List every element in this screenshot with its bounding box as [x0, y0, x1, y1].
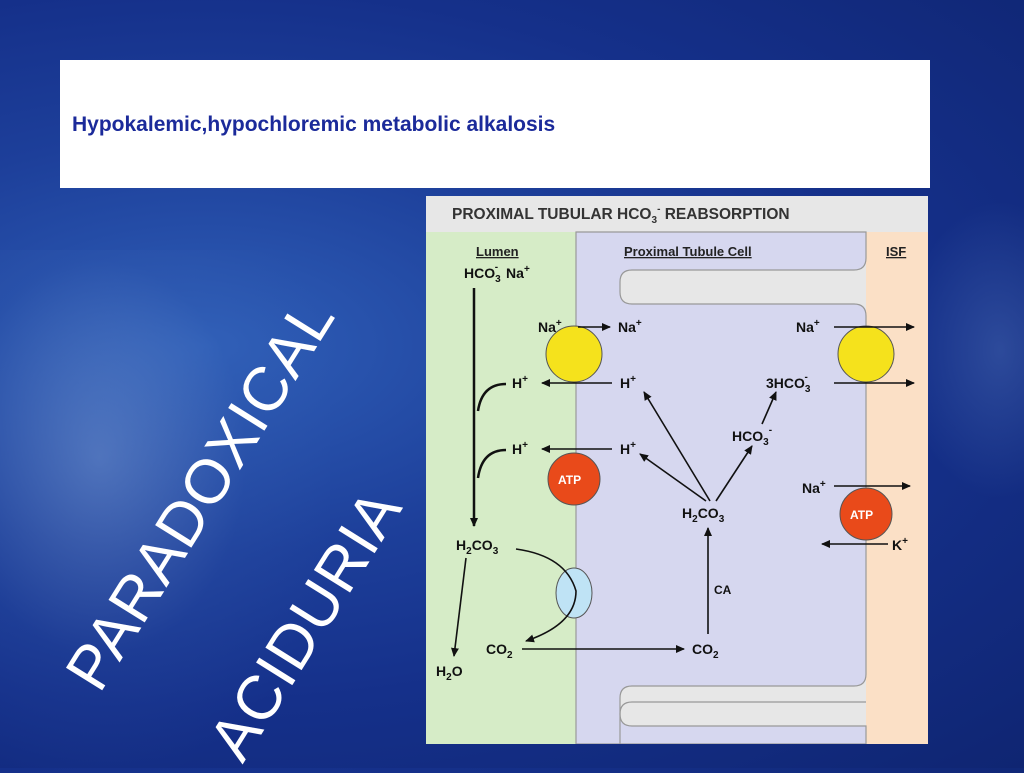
three-hco3-label: 3HCO3-: [766, 372, 811, 395]
co2-cell-label: CO2: [692, 641, 719, 661]
na-basolateral-label: Na+: [796, 318, 820, 335]
na-hco3-cotransporter-icon: [837, 325, 895, 383]
h2co3-cell-label: H2CO3: [682, 505, 725, 525]
na-lumen-label: Na+: [538, 318, 562, 335]
title-box: Hypokalemic,hypochloremic metabolic alka…: [60, 60, 930, 188]
h2o-label: H2O: [436, 663, 463, 683]
proximal-tubule-diagram: PROXIMAL TUBULAR HCO3- REABSORPTION Lume…: [426, 196, 928, 745]
diagram-svg: PROXIMAL TUBULAR HCO3- REABSORPTION Lume…: [426, 196, 928, 745]
diagram-header-band: [426, 196, 928, 230]
na-isf-label: Na+: [802, 479, 826, 496]
h-atpase-icon: [547, 452, 601, 506]
cell-label: Proximal Tubule Cell: [624, 244, 752, 259]
lumen-hco3-na-label: HCO3-Na+: [464, 262, 530, 285]
ca-label: CA: [714, 583, 732, 597]
k-isf-label: K+: [892, 536, 908, 553]
na-h-exchanger-icon: [545, 325, 603, 383]
background-photo-shade: [0, 250, 330, 768]
atp-left-label: ATP: [558, 473, 581, 487]
h-lumen-label-1: H+: [512, 374, 528, 391]
co2-lumen-label: CO2: [486, 641, 513, 661]
isf-label: ISF: [886, 244, 906, 259]
h-lumen-label-2: H+: [512, 440, 528, 457]
na-k-atpase-icon: [839, 487, 893, 541]
lumen-label: Lumen: [476, 244, 519, 259]
carbonic-anhydrase-luminal-icon: [555, 567, 593, 619]
h-cell-label-1: H+: [620, 374, 636, 391]
h2co3-lumen-label: H2CO3: [456, 537, 499, 557]
slide-title: Hypokalemic,hypochloremic metabolic alka…: [72, 113, 556, 136]
hco3-cell-label: HCO3-: [732, 425, 772, 448]
atp-right-label: ATP: [850, 508, 873, 522]
na-cell-label: Na+: [618, 318, 642, 335]
isf-region: [866, 232, 928, 744]
diagram-header: PROXIMAL TUBULAR HCO3- REABSORPTION: [452, 204, 790, 226]
h-cell-label-2: H+: [620, 440, 636, 457]
